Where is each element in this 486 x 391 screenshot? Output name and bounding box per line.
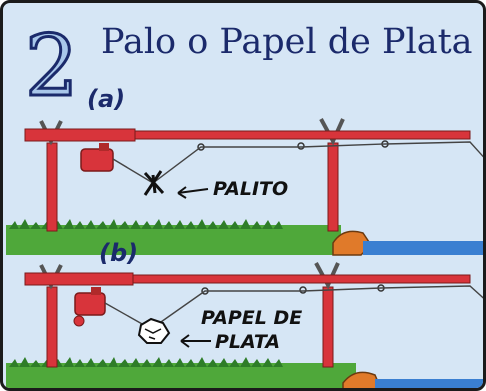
fork-right — [314, 262, 340, 290]
stick-indicator — [143, 170, 165, 196]
stick-label: PALITO — [213, 178, 288, 200]
reel-handle — [73, 315, 85, 327]
foil-indicator — [137, 317, 171, 344]
reel-foot — [91, 287, 101, 295]
arrow-icon — [180, 334, 211, 348]
scene-a: (a) PALITO — [6, 85, 483, 256]
panel-title: Palo o Papel de Plata — [101, 22, 473, 62]
fork-right — [319, 118, 345, 146]
scene-a-label: (a) — [87, 85, 125, 113]
illustration-canvas: 2 Palo o Papel de Plata (a) — [6, 16, 483, 388]
rod-holder-left — [46, 142, 58, 232]
foil-label-line1: PAPEL DE — [201, 307, 302, 329]
scene-b: (b) — [6, 239, 483, 388]
rod-holder-right — [327, 142, 339, 232]
rod-butt — [24, 272, 134, 286]
fishing-reel — [80, 148, 114, 172]
fishing-rod — [132, 274, 471, 284]
reel-foot — [99, 143, 109, 151]
rod-holder-right — [322, 286, 334, 368]
rod-guide — [297, 142, 305, 150]
foil-creases — [144, 328, 162, 340]
rod-butt — [24, 128, 136, 142]
arrow-icon — [177, 186, 209, 199]
grass-blades — [9, 219, 283, 229]
step-number: 2 — [25, 17, 78, 115]
water — [375, 379, 483, 388]
scene-b-label: (b) — [99, 239, 138, 267]
grass-blades — [9, 357, 283, 367]
fishing-reel — [74, 292, 106, 316]
fishing-rod — [134, 130, 471, 140]
water — [363, 241, 483, 255]
grass-ground — [6, 363, 356, 388]
rod-holder-left — [46, 286, 58, 368]
foil-label-line2: PLATA — [215, 331, 280, 353]
rod-guide — [299, 286, 307, 294]
grass-ground — [6, 225, 341, 255]
